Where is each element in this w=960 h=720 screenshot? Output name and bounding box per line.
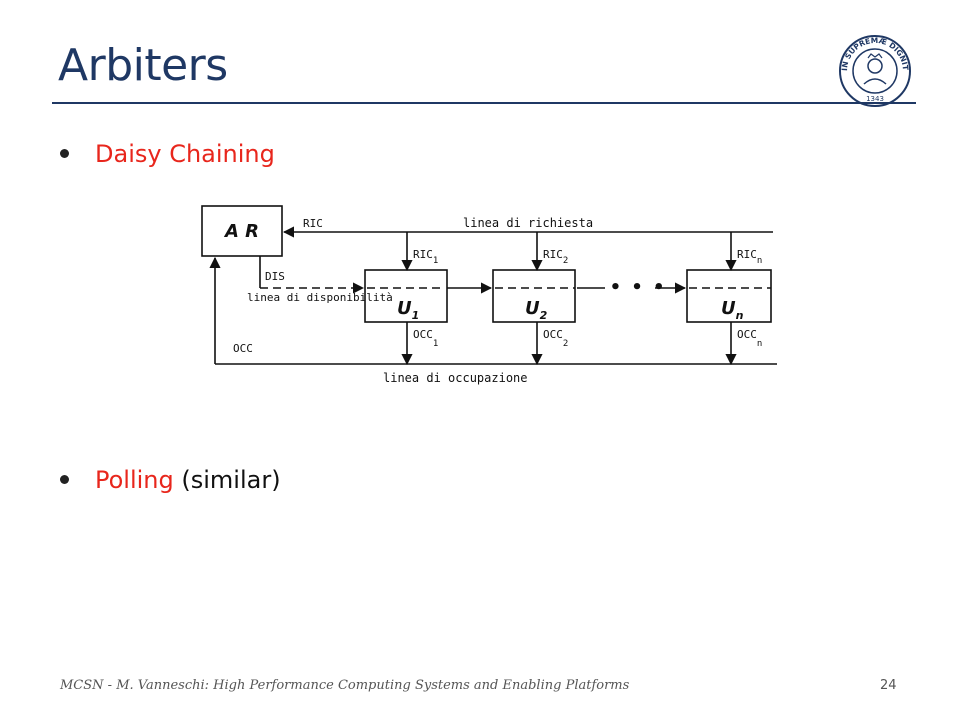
ric-label: RIC xyxy=(303,217,323,230)
availability-line-label: linea di disponibilità xyxy=(247,291,393,304)
unit-occ-label: OCC xyxy=(413,328,433,341)
svg-text:U1: U1 xyxy=(397,298,419,322)
bullet-rest: (similar) xyxy=(173,466,281,494)
footer-text: MCSN - M. Vanneschi: High Performance Co… xyxy=(60,678,630,693)
seal-text: IN SUPREMÆ DIGNITATIS xyxy=(838,34,910,72)
availability-line-text: linea di disponibilità xyxy=(247,291,393,304)
unit-ric-sub: n xyxy=(757,256,762,266)
seal-year: 1343 xyxy=(866,95,884,103)
unit-occ-label: OCC xyxy=(737,328,757,341)
bullet-dot xyxy=(60,149,69,158)
bullet-highlight: Daisy Chaining xyxy=(95,140,275,168)
page-number: 24 xyxy=(880,678,897,693)
unit-ric-label: RIC xyxy=(543,248,563,261)
unit-n: RICn Un OCCn xyxy=(721,248,762,349)
unit-label: U xyxy=(397,298,412,319)
unit-box xyxy=(492,269,576,323)
unit-occ-sub: n xyxy=(757,339,762,349)
unit-label: U xyxy=(525,298,540,319)
svg-text:IN SUPREMÆ DIGNITATIS: IN SUPREMÆ DIGNITATIS xyxy=(838,34,910,72)
bullet-highlight: Polling xyxy=(95,466,174,494)
occ-label: OCC xyxy=(233,342,253,355)
request-line-label: linea di richiesta xyxy=(463,216,593,230)
unit-occ-sub: 2 xyxy=(563,339,568,349)
svg-text:RIC2: RIC2 xyxy=(543,248,568,266)
unit-occ-label: OCC xyxy=(543,328,563,341)
svg-text:RICn: RICn xyxy=(737,248,762,266)
slide-title: Arbiters xyxy=(58,40,228,91)
unit-ellipsis: • • • xyxy=(610,277,664,298)
arbiter-label: A R xyxy=(223,221,259,242)
unit-2: RIC2 U2 OCC2 xyxy=(525,248,568,349)
unit-occ-sub: 1 xyxy=(433,339,438,349)
unit-ric-label: RIC xyxy=(737,248,757,261)
svg-text:OCC2: OCC2 xyxy=(543,328,568,349)
arbiter-box xyxy=(201,205,283,257)
unit-1: RIC1 U1 OCC1 xyxy=(397,248,438,349)
unit-ric-label: RIC xyxy=(413,248,433,261)
svg-text:Un: Un xyxy=(721,298,744,322)
unit-ric-sub: 2 xyxy=(563,256,568,266)
unit-sub: 2 xyxy=(540,309,548,322)
svg-text:OCC1: OCC1 xyxy=(413,328,438,349)
daisy-chain-diagram: • • • A R RIC linea di richiesta DIS lin… xyxy=(201,205,777,385)
svg-text:RIC1: RIC1 xyxy=(413,248,438,266)
svg-text:U2: U2 xyxy=(525,298,548,322)
unit-box xyxy=(686,269,772,323)
unit-box xyxy=(364,269,448,323)
bullet-dot xyxy=(60,475,69,484)
unit-label: U xyxy=(721,298,736,319)
university-seal-logo: IN SUPREMÆ DIGNITATIS 1343 xyxy=(838,34,911,107)
unit-ric-sub: 1 xyxy=(433,256,438,266)
title-divider xyxy=(52,102,916,104)
svg-text:OCCn: OCCn xyxy=(737,328,762,349)
unit-sub: n xyxy=(736,309,744,322)
unit-sub: 1 xyxy=(412,309,420,322)
occupation-line-label: linea di occupazione xyxy=(383,371,528,385)
dis-label: DIS xyxy=(265,270,285,283)
